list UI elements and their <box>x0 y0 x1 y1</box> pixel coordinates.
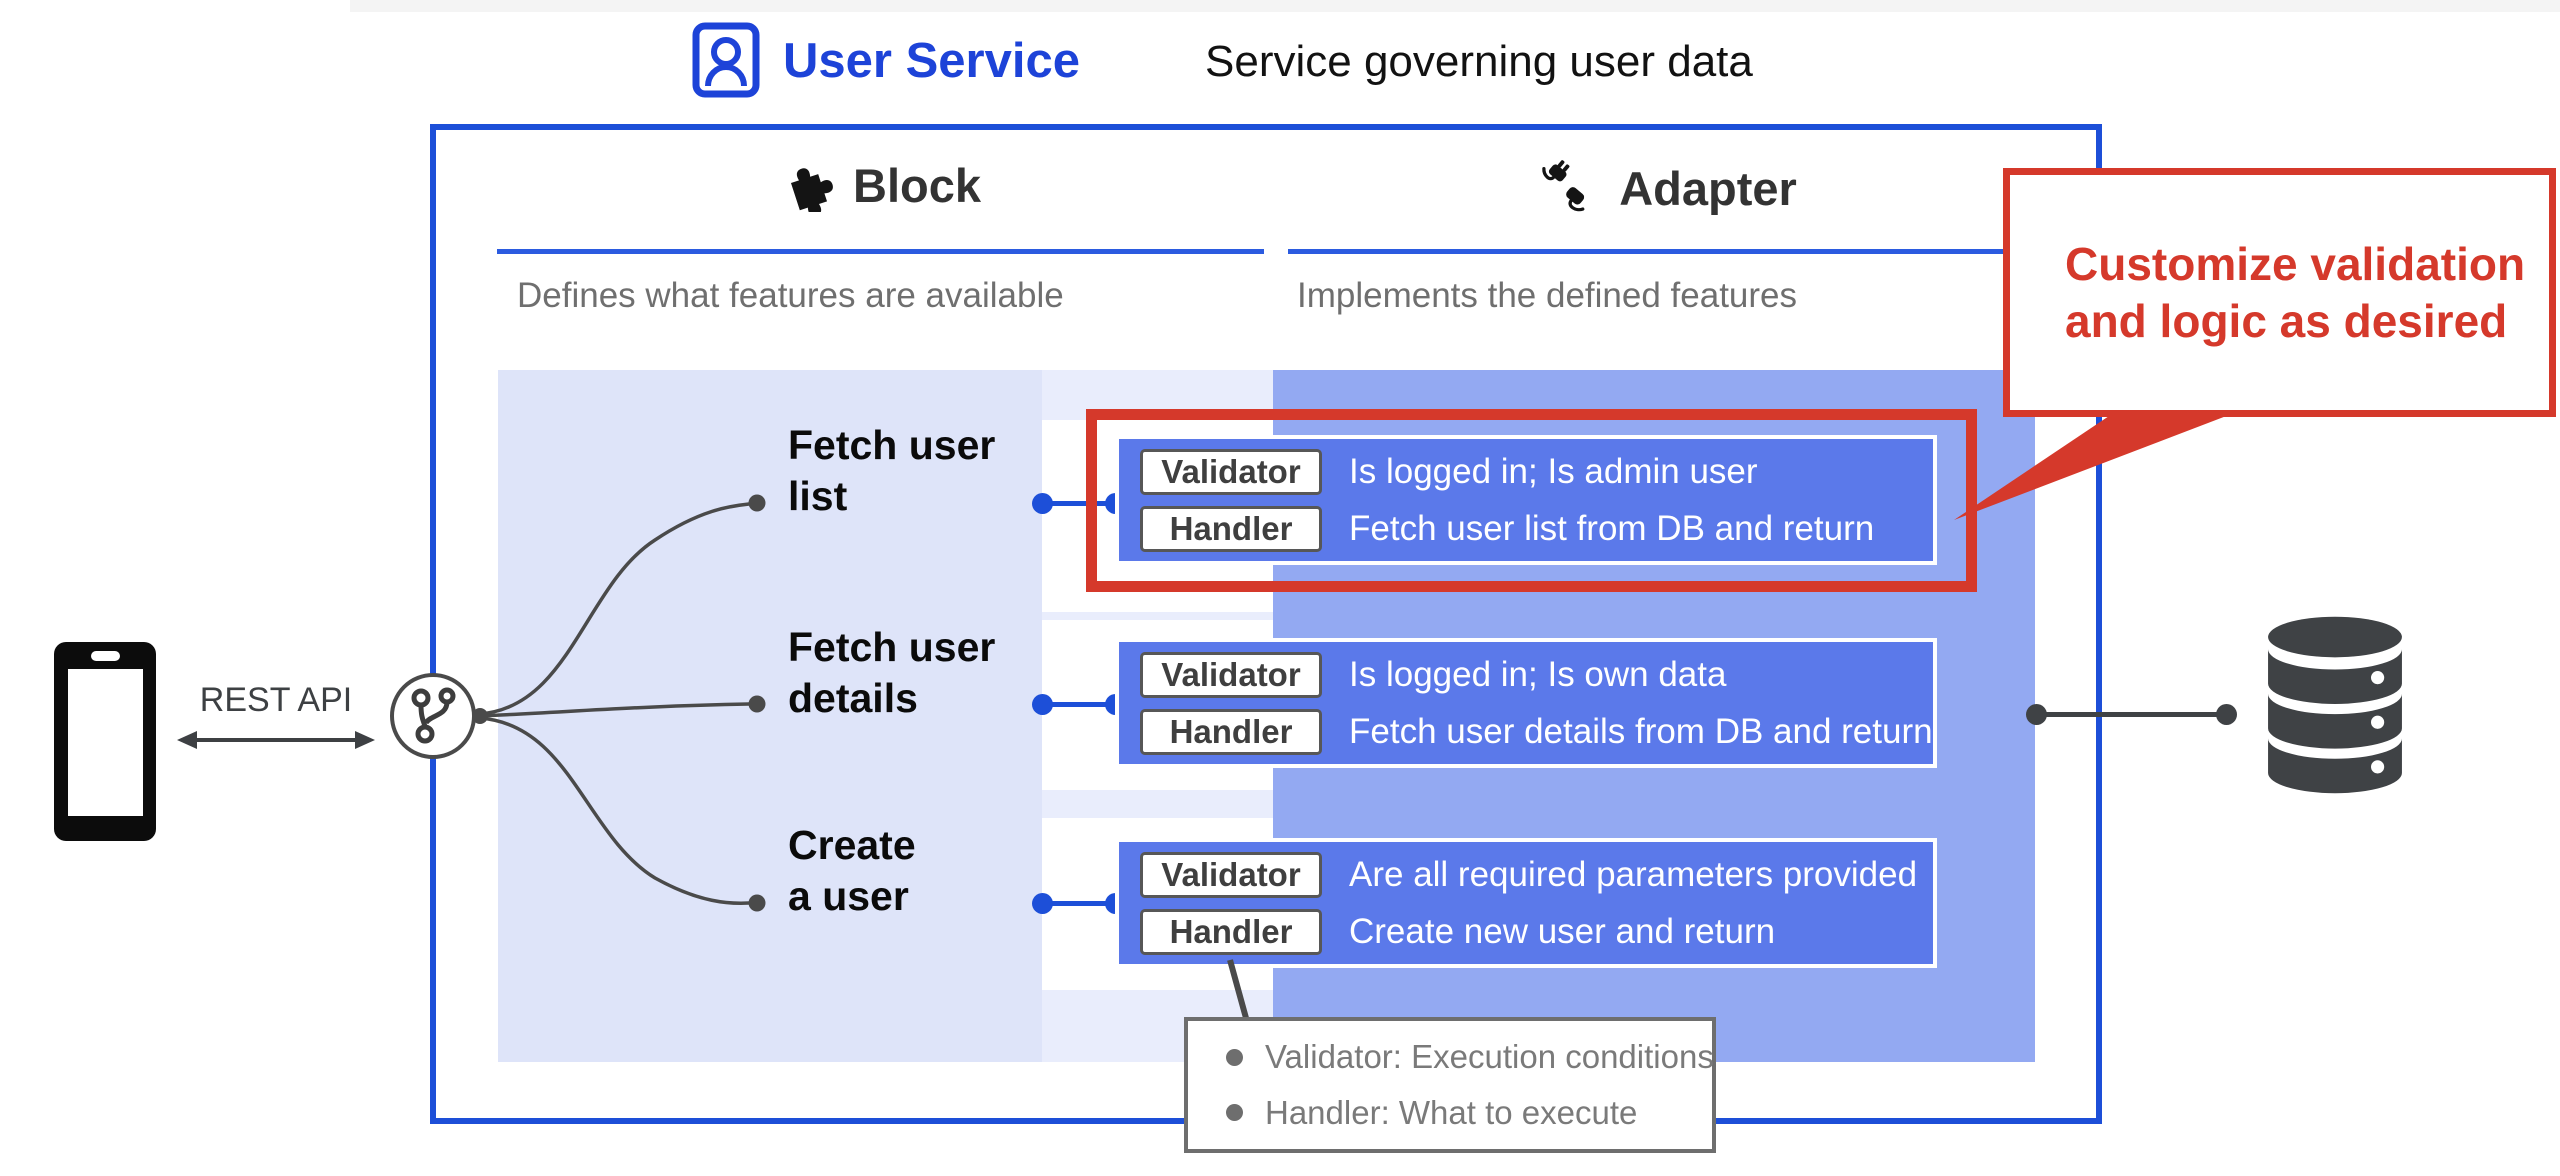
connector-line <box>1042 702 1115 707</box>
block-column-header: Block <box>498 158 1264 213</box>
validator-tag: Validator <box>1140 651 1322 698</box>
connector-dot <box>1032 493 1053 514</box>
highlight-rectangle <box>1086 409 1977 592</box>
bullet-icon <box>1226 1048 1243 1066</box>
page-subtitle: Service governing user data <box>1205 37 1753 86</box>
connector-line <box>1042 901 1115 906</box>
block-underline <box>497 249 1264 254</box>
legend-box: Validator: Execution conditions Handler:… <box>1184 1017 1716 1153</box>
feature-label-fetch-user-details: Fetch user details <box>788 622 995 724</box>
callout-note: Customize validation and logic as desire… <box>2003 168 2556 417</box>
handler-tag: Handler <box>1140 908 1322 955</box>
adapter-subtitle: Implements the defined features <box>1297 276 1798 315</box>
validator-row: Validator Is logged in; Is own data <box>1140 651 1933 698</box>
handler-row: Handler Fetch user details from DB and r… <box>1140 708 1933 755</box>
validator-text: Is logged in; Is own data <box>1349 654 1727 694</box>
validator-row: Validator Is logged in; Is admin user <box>1140 448 1933 495</box>
rest-api-label: REST API <box>199 681 353 719</box>
feature-name-line: a user <box>788 873 909 919</box>
connector-dot <box>1032 893 1053 914</box>
handler-text: Fetch user details from DB and return <box>1349 711 1933 751</box>
validator-tag: Validator <box>1140 448 1322 495</box>
handler-text: Fetch user list from DB and return <box>1349 508 1875 548</box>
feature-name-line: list <box>788 473 848 519</box>
feature-label-fetch-user-list: Fetch user list <box>788 420 995 522</box>
db-connector-dot <box>2026 704 2047 725</box>
legend-item-text: Handler: What to execute <box>1265 1093 1638 1131</box>
block-subtitle: Defines what features are available <box>517 276 1064 315</box>
plug-icon <box>1542 160 1585 212</box>
adapter-card-create-a-user: Validator Are all required parameters pr… <box>1115 838 1937 968</box>
validator-text: Is logged in; Is admin user <box>1349 451 1758 491</box>
callout-tail <box>1954 410 2242 520</box>
legend-item: Handler: What to execute <box>1226 1094 1712 1132</box>
feature-name-line: Fetch user <box>788 422 996 468</box>
feature-name-line: Fetch user <box>788 624 996 670</box>
feature-name-line: Create <box>788 822 916 868</box>
database-icon <box>2268 616 2402 794</box>
phone-screen <box>68 669 143 816</box>
phone-speaker <box>91 651 120 661</box>
validator-tag: Validator <box>1140 851 1322 898</box>
handler-tag: Handler <box>1140 505 1322 552</box>
db-connector-line <box>2036 712 2226 717</box>
legend-item-text: Validator: Execution conditions <box>1265 1038 1714 1076</box>
adapter-column-header: Adapter <box>1288 158 2042 218</box>
block-title: Block <box>853 159 981 212</box>
connector-line <box>1042 501 1115 506</box>
adapter-underline <box>1288 249 2042 254</box>
top-divider <box>350 0 2560 12</box>
rest-api-arrow <box>177 731 375 749</box>
connector-dot <box>1032 694 1053 715</box>
adapter-title: Adapter <box>1619 161 1797 215</box>
puzzle-icon <box>790 167 833 212</box>
branch-icon <box>390 673 476 759</box>
callout-text-line: Customize validation <box>2065 237 2526 290</box>
handler-tag: Handler <box>1140 708 1322 755</box>
adapter-card-fetch-user-list: Validator Is logged in; Is admin user Ha… <box>1115 435 1937 565</box>
legend-item: Validator: Execution conditions <box>1226 1038 1714 1076</box>
feature-label-create-a-user: Create a user <box>788 820 916 922</box>
bullet-icon <box>1226 1104 1243 1122</box>
db-connector-dot <box>2216 704 2237 725</box>
handler-text: Create new user and return <box>1349 911 1776 951</box>
legend-pointer-line <box>1227 959 1249 1019</box>
validator-row: Validator Are all required parameters pr… <box>1140 851 1933 898</box>
handler-row: Handler Fetch user list from DB and retu… <box>1140 505 1933 552</box>
callout-text-line: and logic as desired <box>2065 294 2508 347</box>
validator-text: Are all required parameters provided <box>1349 854 1918 894</box>
adapter-card-fetch-user-details: Validator Is logged in; Is own data Hand… <box>1115 638 1937 768</box>
page-title: User Service <box>783 34 1080 88</box>
user-badge-icon <box>692 22 760 98</box>
handler-row: Handler Create new user and return <box>1140 908 1933 955</box>
feature-name-line: details <box>788 675 918 721</box>
smartphone-icon <box>54 642 156 841</box>
